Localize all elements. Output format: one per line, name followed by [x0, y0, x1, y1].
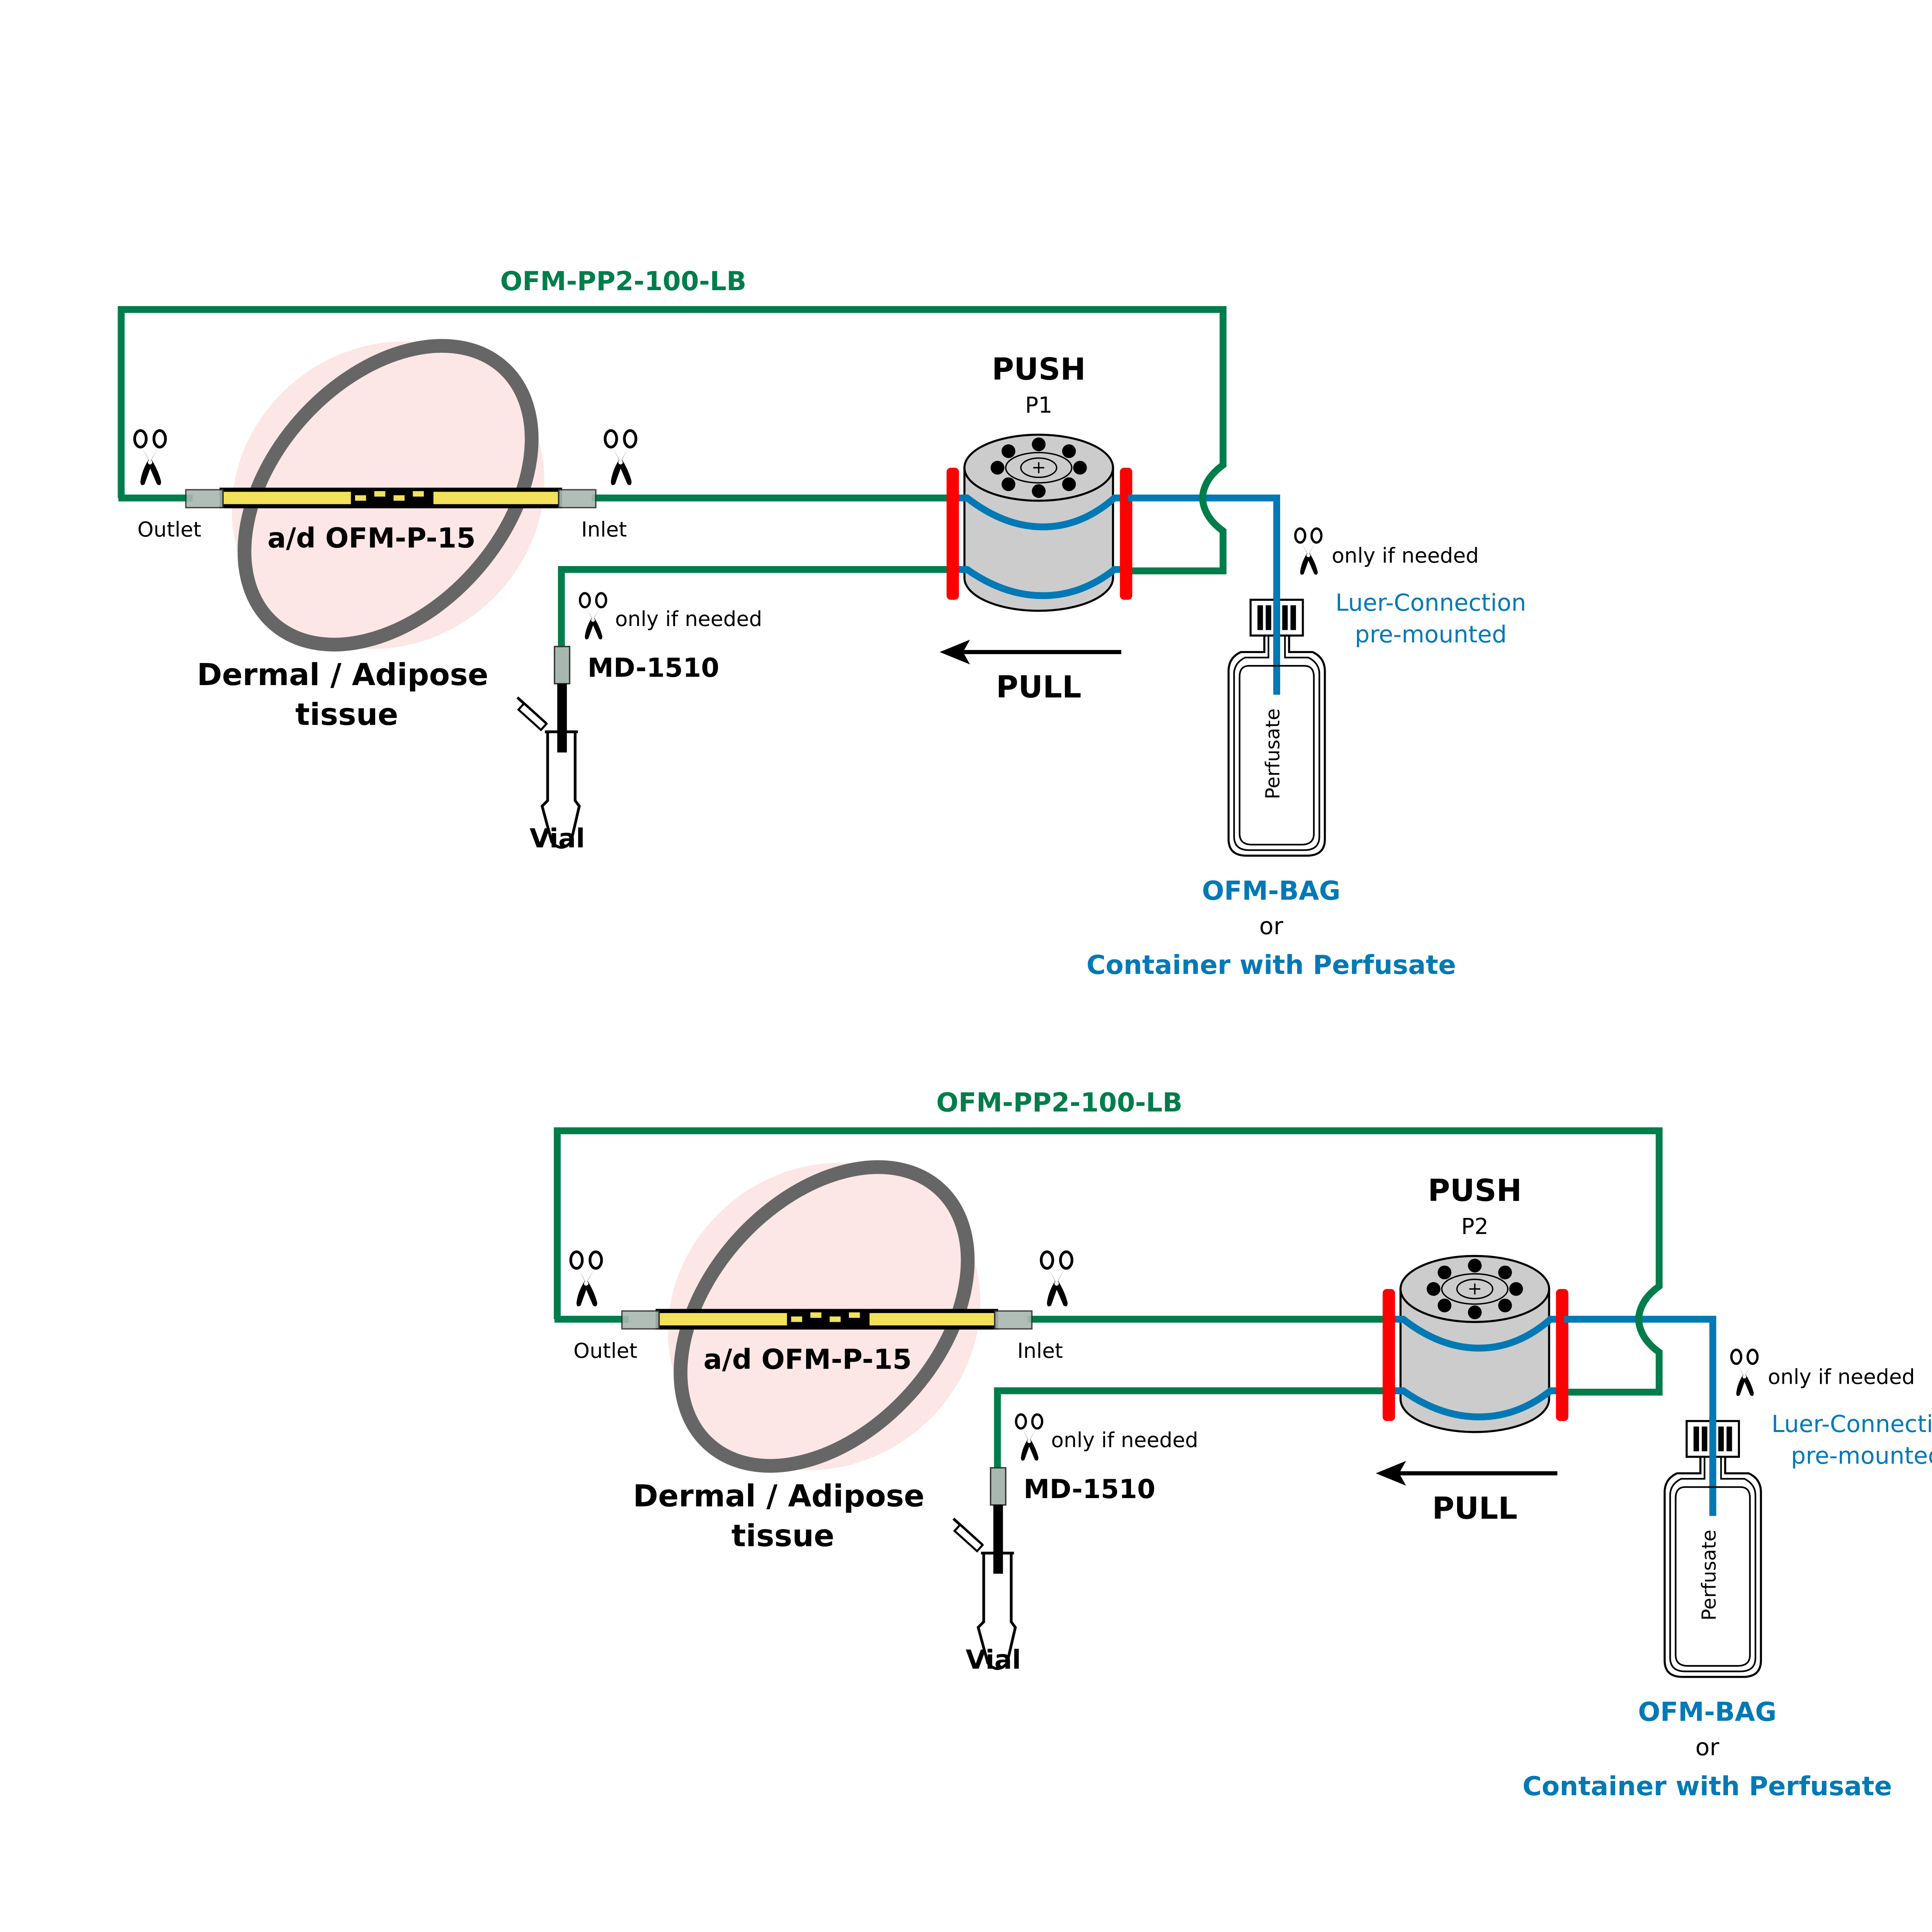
bag-label: OFM-BAG: [1638, 1697, 1776, 1727]
bag-content-label: Perfusate: [1698, 1530, 1720, 1621]
connector-label: MD-1510: [1024, 1474, 1155, 1504]
vial-label: Vial: [966, 1644, 1021, 1675]
probe-label: a/d OFM-P-15: [267, 522, 476, 554]
scissors-icon: [571, 1252, 602, 1306]
tubing-label: OFM-PP2-100-LB: [936, 1087, 1182, 1118]
outlet-label: Outlet: [573, 1338, 637, 1363]
luer-label-line1: Luer-Connection: [1772, 1411, 1932, 1438]
pump-id: P2: [1461, 1214, 1488, 1239]
diagram-1: OFM-PP2-100-LB PUSH P1 PULL a/d OFM-P-15…: [118, 266, 1526, 980]
scissors-icon: [580, 593, 606, 639]
luer-label-line2: pre-mounted: [1355, 621, 1507, 648]
diagram-1-artwork: [118, 278, 1325, 856]
container-label: Container with Perfusate: [1087, 950, 1456, 980]
diagram-2-artwork: [554, 1099, 1761, 1677]
luer-label-line2: pre-mounted: [1791, 1442, 1932, 1469]
scissors-icon: [1041, 1252, 1072, 1306]
scissors-icon: [135, 430, 166, 485]
pump-id: P1: [1025, 393, 1053, 418]
pump-mode-push: PUSH: [1428, 1173, 1522, 1208]
bag-content-label: Perfusate: [1262, 708, 1284, 799]
scissors-icon: [605, 430, 636, 485]
scissors-icon: [1731, 1350, 1757, 1396]
tissue-label-line1: Dermal / Adipose: [197, 657, 488, 692]
luer-label-line1: Luer-Connection: [1335, 590, 1526, 617]
cut-note-vial: only if needed: [615, 607, 762, 631]
vial-label: Vial: [530, 823, 585, 854]
pump-mode-push: PUSH: [992, 352, 1086, 387]
or-label: or: [1259, 913, 1283, 940]
container-label: Container with Perfusate: [1522, 1771, 1892, 1801]
inlet-label: Inlet: [581, 517, 627, 541]
probe-label: a/d OFM-P-15: [704, 1343, 912, 1375]
connector-label: MD-1510: [587, 653, 719, 683]
tubing-label: OFM-PP2-100-LB: [500, 266, 746, 296]
tissue-label-line2: tissue: [731, 1519, 834, 1554]
pump-mode-pull: PULL: [1432, 1491, 1517, 1526]
bag-label: OFM-BAG: [1202, 875, 1340, 906]
pump-mode-pull: PULL: [996, 670, 1082, 705]
scissors-icon: [1016, 1415, 1042, 1461]
tissue-label-line1: Dermal / Adipose: [633, 1478, 924, 1514]
cut-note-vial: only if needed: [1051, 1428, 1198, 1452]
diagram-2: OFM-PP2-100-LB PUSH P2 PULL a/d OFM-P-15…: [554, 1087, 1932, 1801]
scissors-icon: [1295, 529, 1321, 575]
tissue-label-line2: tissue: [295, 697, 398, 732]
or-label: or: [1695, 1734, 1719, 1761]
cut-note-bag: only if needed: [1332, 543, 1479, 568]
outlet-label: Outlet: [138, 517, 201, 541]
inlet-label: Inlet: [1017, 1338, 1063, 1363]
cut-note-bag: only if needed: [1768, 1364, 1915, 1389]
